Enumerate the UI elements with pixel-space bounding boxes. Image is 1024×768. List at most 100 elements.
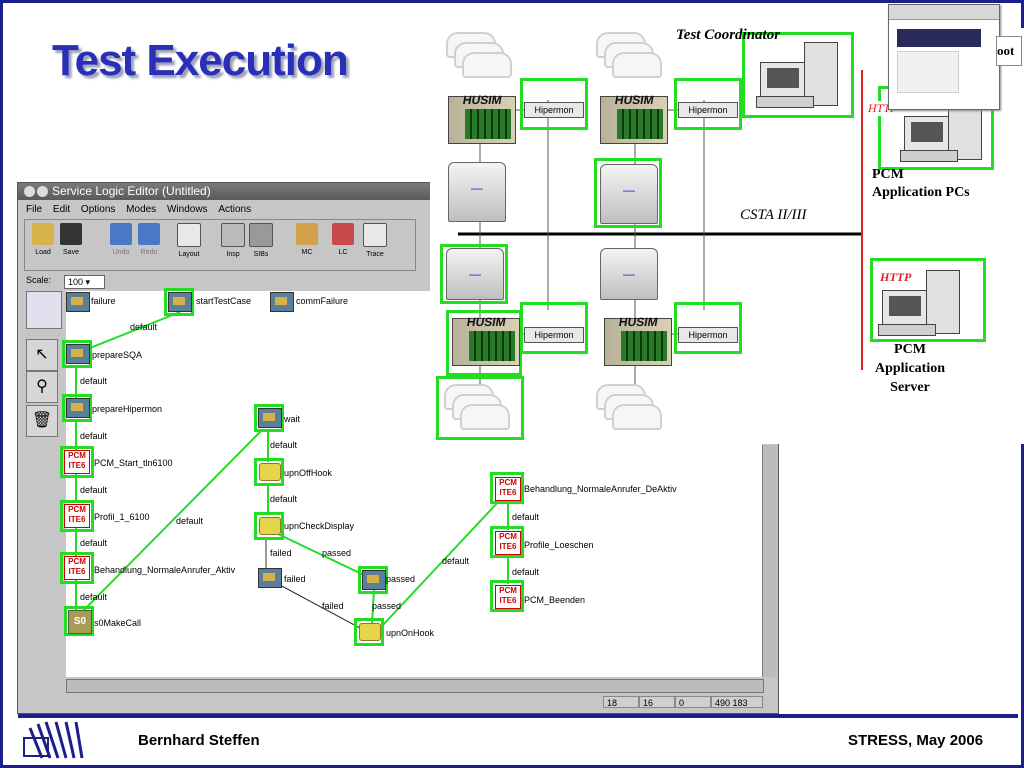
pcm-application-server-label: PCM Application Server bbox=[874, 342, 945, 395]
scale-select[interactable]: 100 ▾ bbox=[64, 275, 105, 289]
load-button[interactable]: Load bbox=[29, 223, 57, 256]
status-cell-3: 0 bbox=[675, 696, 711, 708]
lc-label: LC bbox=[338, 249, 348, 256]
phone-onhook-icon[interactable] bbox=[359, 623, 381, 641]
node-behandlung-deaktiv-label: Behandlung_NormaleAnrufer_DeAktiv bbox=[524, 484, 677, 494]
phone-group-icon bbox=[444, 384, 514, 434]
edge-label-default-4: default bbox=[80, 485, 108, 495]
undo-label: Undo bbox=[112, 249, 130, 256]
highlight-pcm-beenden bbox=[490, 580, 524, 612]
sib-prepareHipermon-icon[interactable] bbox=[66, 398, 90, 418]
sib-library-icon bbox=[249, 223, 273, 247]
scale-value: 100 bbox=[68, 277, 84, 287]
status-bar: 18 16 0 490 183 bbox=[18, 693, 778, 711]
phone-group-icon bbox=[596, 384, 666, 434]
sib-failure-icon[interactable] bbox=[66, 292, 90, 312]
husim-label: HUSIM bbox=[465, 315, 507, 329]
hipermon-device: Hipermon bbox=[678, 327, 738, 343]
highlight-phones-bottom-left bbox=[436, 376, 524, 440]
pcm-line1: PCM bbox=[68, 505, 86, 514]
node-profil-label: Profil_1_6100 bbox=[94, 512, 150, 522]
node-prepareSQA-label: prepareSQA bbox=[92, 350, 143, 360]
menu-actions[interactable]: Actions bbox=[218, 204, 252, 215]
edge-tool-icon[interactable]: ⚲ bbox=[26, 371, 58, 403]
trace-button[interactable]: Trace bbox=[361, 223, 389, 258]
pcm-line2: ITE6 bbox=[499, 542, 517, 551]
switch-server-icon bbox=[448, 162, 506, 222]
test-coordinator-pc-icon bbox=[756, 38, 846, 108]
redo-arrow-icon bbox=[138, 223, 160, 245]
insp-button[interactable]: Insp bbox=[219, 223, 247, 258]
sib-failed-icon[interactable] bbox=[258, 568, 282, 588]
select-pointer-icon[interactable]: ↖ bbox=[26, 339, 58, 371]
window-title: Service Logic Editor (Untitled) bbox=[52, 184, 211, 198]
browser-banner bbox=[897, 29, 981, 47]
scale-label: Scale: bbox=[26, 275, 52, 285]
node-pcm-start-label: PCM_Start_tln6100 bbox=[94, 458, 173, 468]
menu-windows[interactable]: Windows bbox=[166, 204, 208, 215]
switch-server-icon bbox=[600, 248, 658, 300]
local-check-icon bbox=[332, 223, 354, 245]
sib-startTestCase-icon[interactable] bbox=[168, 292, 192, 312]
node-upnCheckDisplay-label: upnCheckDisplay bbox=[284, 521, 355, 531]
edge-failed-onhook bbox=[277, 583, 361, 629]
save-button[interactable]: Save bbox=[57, 223, 85, 256]
switch-server-icon bbox=[446, 248, 504, 300]
sib-wait-icon[interactable] bbox=[258, 408, 282, 428]
menu-edit[interactable]: Edit bbox=[52, 204, 71, 215]
menu-file[interactable]: File bbox=[26, 204, 43, 215]
sibs-label: SIBs bbox=[253, 251, 269, 258]
lc-button[interactable]: LC bbox=[329, 223, 357, 256]
highlight-profile-loeschen bbox=[490, 526, 524, 558]
test-coordinator-label: Test Coordinator bbox=[676, 27, 781, 43]
trace-icon bbox=[363, 223, 387, 247]
edge-label-default-10: default bbox=[442, 556, 470, 566]
layout-button[interactable]: Layout bbox=[175, 223, 203, 258]
phone-offhook-icon[interactable] bbox=[259, 463, 281, 481]
phone-group-icon bbox=[446, 32, 516, 82]
horizontal-scrollbar[interactable] bbox=[66, 679, 764, 693]
pcm-line2: ITE6 bbox=[68, 515, 86, 524]
vertical-scrollbar[interactable] bbox=[762, 445, 777, 677]
sib-passed-icon[interactable] bbox=[362, 570, 386, 590]
footer-author: Bernhard Steffen bbox=[138, 732, 260, 749]
sib-commFailure-icon[interactable] bbox=[270, 292, 294, 312]
menu-options[interactable]: Options bbox=[80, 204, 116, 215]
phone-group-icon bbox=[596, 32, 666, 82]
window-minimize-icon[interactable] bbox=[37, 186, 48, 197]
s0-sib-icon[interactable]: S0 bbox=[68, 610, 92, 634]
undo-button[interactable]: Undo bbox=[107, 223, 135, 256]
slide-title: Test Execution bbox=[52, 36, 349, 85]
redo-button[interactable]: Redo bbox=[135, 223, 163, 256]
edge-label-default-7: default bbox=[80, 592, 108, 602]
highlight-prepareHipermon bbox=[62, 394, 92, 422]
husim-rack-icon: HUSIM bbox=[604, 315, 672, 366]
highlight-application-server bbox=[870, 258, 986, 342]
sibs-button[interactable]: SIBs bbox=[247, 223, 275, 258]
highlight-server-mid-left bbox=[440, 244, 508, 304]
phone-checkdisplay-icon[interactable] bbox=[259, 517, 281, 535]
edge-label-default-6: default bbox=[80, 538, 108, 548]
status-cell-4: 490 183 bbox=[711, 696, 763, 708]
node-failure-label: failure bbox=[91, 296, 116, 306]
husim-rack-icon: HUSIM bbox=[600, 93, 668, 144]
graph-layout-icon bbox=[177, 223, 201, 247]
load-label: Load bbox=[35, 249, 51, 256]
hipermon-device: Hipermon bbox=[678, 102, 738, 118]
node-behandlung-aktiv-label: Behandlung_NormaleAnrufer_Aktiv bbox=[94, 565, 236, 575]
menu-modes[interactable]: Modes bbox=[126, 204, 157, 215]
mc-button[interactable]: MC bbox=[293, 223, 321, 256]
window-menu-icon[interactable] bbox=[24, 186, 35, 197]
edge-label-default-11: default bbox=[512, 512, 540, 522]
trash-icon[interactable]: 🗑 bbox=[26, 405, 58, 437]
pcm-line2: ITE6 bbox=[499, 596, 517, 605]
sib-prepareSQA-icon[interactable] bbox=[66, 344, 90, 364]
menu-bar: File Edit Options Modes Windows Actions bbox=[18, 201, 778, 218]
node-commFailure-label: commFailure bbox=[296, 296, 349, 306]
